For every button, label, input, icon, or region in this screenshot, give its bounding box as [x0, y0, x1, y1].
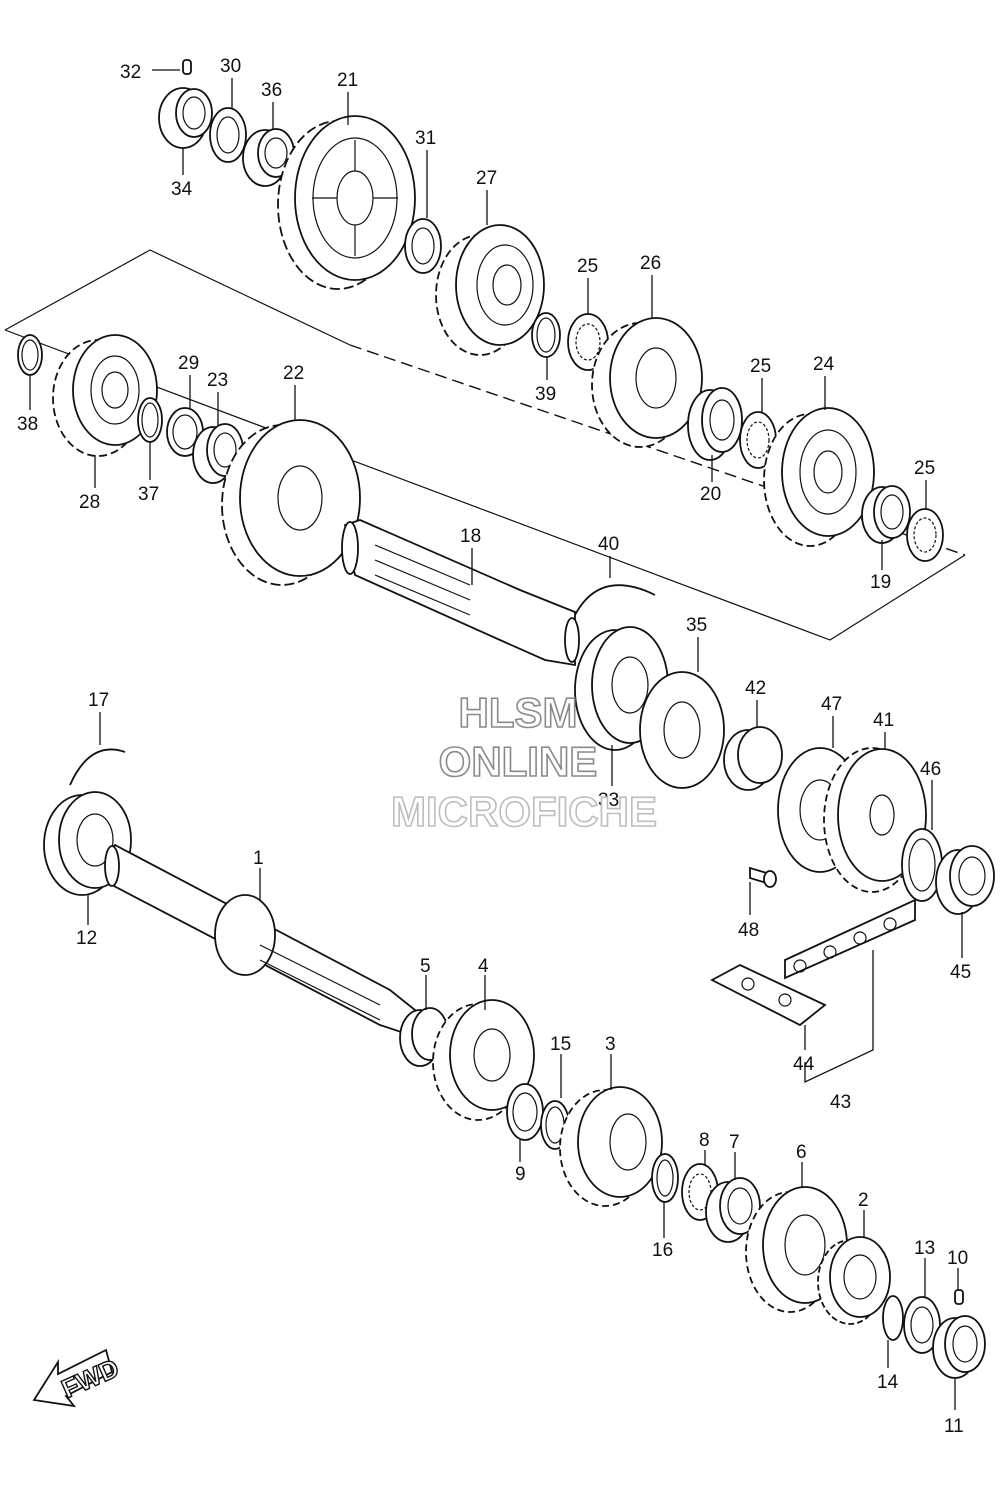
callout-41: 41: [873, 710, 894, 731]
callout-25c: 25: [914, 458, 935, 479]
callout-13: 13: [914, 1238, 935, 1259]
part-24-gear: [763, 407, 875, 547]
callout-31: 31: [415, 128, 436, 149]
part-27-gear: [435, 224, 545, 356]
callout-27: 27: [476, 168, 497, 189]
callout-14: 14: [877, 1372, 899, 1393]
part-18-countershaft: [341, 519, 580, 667]
callout-33: 33: [598, 790, 619, 811]
callout-15: 15: [550, 1034, 571, 1055]
callout-34: 34: [171, 179, 193, 200]
part-45-bearing: [935, 845, 995, 915]
callout-45: 45: [950, 962, 971, 983]
watermark: HLSM ONLINE MICROFICHE: [390, 688, 658, 836]
callout-35: 35: [686, 615, 707, 636]
callout-11: 11: [944, 1416, 964, 1437]
part-3-gear: [559, 1086, 663, 1207]
callout-46: 46: [920, 759, 941, 780]
callout-12: 12: [76, 928, 97, 949]
callout-43: 43: [830, 1092, 851, 1113]
watermark-line-3: MICROFICHE: [391, 788, 657, 835]
part-7-bushing: [705, 1177, 761, 1243]
part-11-needle-bearing: [932, 1315, 986, 1379]
part-25-splined-washer-c: [906, 508, 944, 562]
watermark-line-1: HLSM: [459, 689, 578, 736]
part-4-gear: [432, 999, 535, 1121]
callout-16: 16: [652, 1240, 673, 1261]
part-10-pin: [954, 1289, 964, 1305]
callout-19: 19: [870, 572, 891, 593]
callout-1: 1: [253, 848, 264, 869]
callout-47: 47: [821, 694, 842, 715]
callout-17: 17: [88, 690, 109, 711]
part-17-retainer-clip: [69, 748, 126, 786]
part-38-circlip: [17, 334, 43, 376]
callout-24: 24: [813, 354, 835, 375]
part-33-ball-bearing: [574, 626, 669, 751]
callout-23: 23: [207, 370, 228, 391]
callout-18: 18: [460, 526, 481, 547]
callout-40: 40: [598, 534, 619, 555]
callout-44: 44: [793, 1054, 815, 1075]
callout-4: 4: [478, 956, 489, 977]
callout-7: 7: [729, 1132, 740, 1153]
part-46-oring: [901, 828, 943, 902]
callout-25a: 25: [577, 256, 598, 277]
callout-25b: 25: [750, 356, 771, 377]
part-28-gear: [52, 334, 158, 457]
callout-2: 2: [858, 1190, 869, 1211]
watermark-line-2: ONLINE: [439, 738, 598, 785]
part-44-master-link: [710, 963, 827, 1027]
part-35-oil-seal: [639, 671, 725, 789]
callout-26: 26: [640, 253, 661, 274]
callout-8: 8: [699, 1130, 710, 1151]
part-42-spacer: [723, 726, 783, 791]
callout-39: 39: [535, 384, 556, 405]
callout-labels: 1 2 3 4 5 6 7 8 9 10 11 12 13 14 15 16 1…: [17, 56, 971, 1437]
callout-21: 21: [337, 70, 358, 91]
callout-38: 38: [17, 414, 38, 435]
part-14-circlip: [882, 1295, 904, 1341]
part-22-gear: [221, 419, 361, 586]
callout-32: 32: [120, 62, 141, 83]
callout-48: 48: [738, 920, 759, 941]
part-31-washer: [404, 218, 442, 274]
part-37-circlip: [137, 397, 163, 443]
callout-5: 5: [420, 956, 431, 977]
fwd-direction-arrow: FWD: [32, 1348, 124, 1408]
part-30-washer: [209, 107, 247, 163]
part-9-washer: [506, 1083, 544, 1141]
callout-10: 10: [947, 1248, 968, 1269]
part-1-main-shaft: [104, 843, 416, 1037]
part-20-needle-bearing: [687, 387, 743, 461]
part-32-pin: [182, 59, 192, 75]
part-26-gear: [591, 317, 703, 448]
callout-28: 28: [79, 492, 100, 513]
callout-36: 36: [261, 80, 282, 101]
callout-30: 30: [220, 56, 241, 77]
callout-6: 6: [796, 1142, 807, 1163]
part-16-circlip: [651, 1153, 679, 1203]
part-40-retainer-clip: [574, 584, 656, 616]
callout-29: 29: [178, 353, 199, 374]
part-21-gear: [277, 115, 416, 290]
part-48-bolt: [749, 866, 777, 888]
callout-22: 22: [283, 363, 304, 384]
part-34-needle-bearing: [158, 87, 213, 149]
callout-37: 37: [138, 484, 159, 505]
callout-42: 42: [745, 678, 766, 699]
leader-lines: [29, 69, 963, 1410]
part-43-drive-chain: [784, 898, 916, 980]
part-2-gear: [817, 1236, 891, 1325]
callout-3: 3: [605, 1034, 616, 1055]
callout-9: 9: [515, 1164, 526, 1185]
callout-20: 20: [700, 484, 721, 505]
part-25-splined-washer-b: [739, 411, 777, 469]
part-39-circlip: [531, 312, 561, 358]
